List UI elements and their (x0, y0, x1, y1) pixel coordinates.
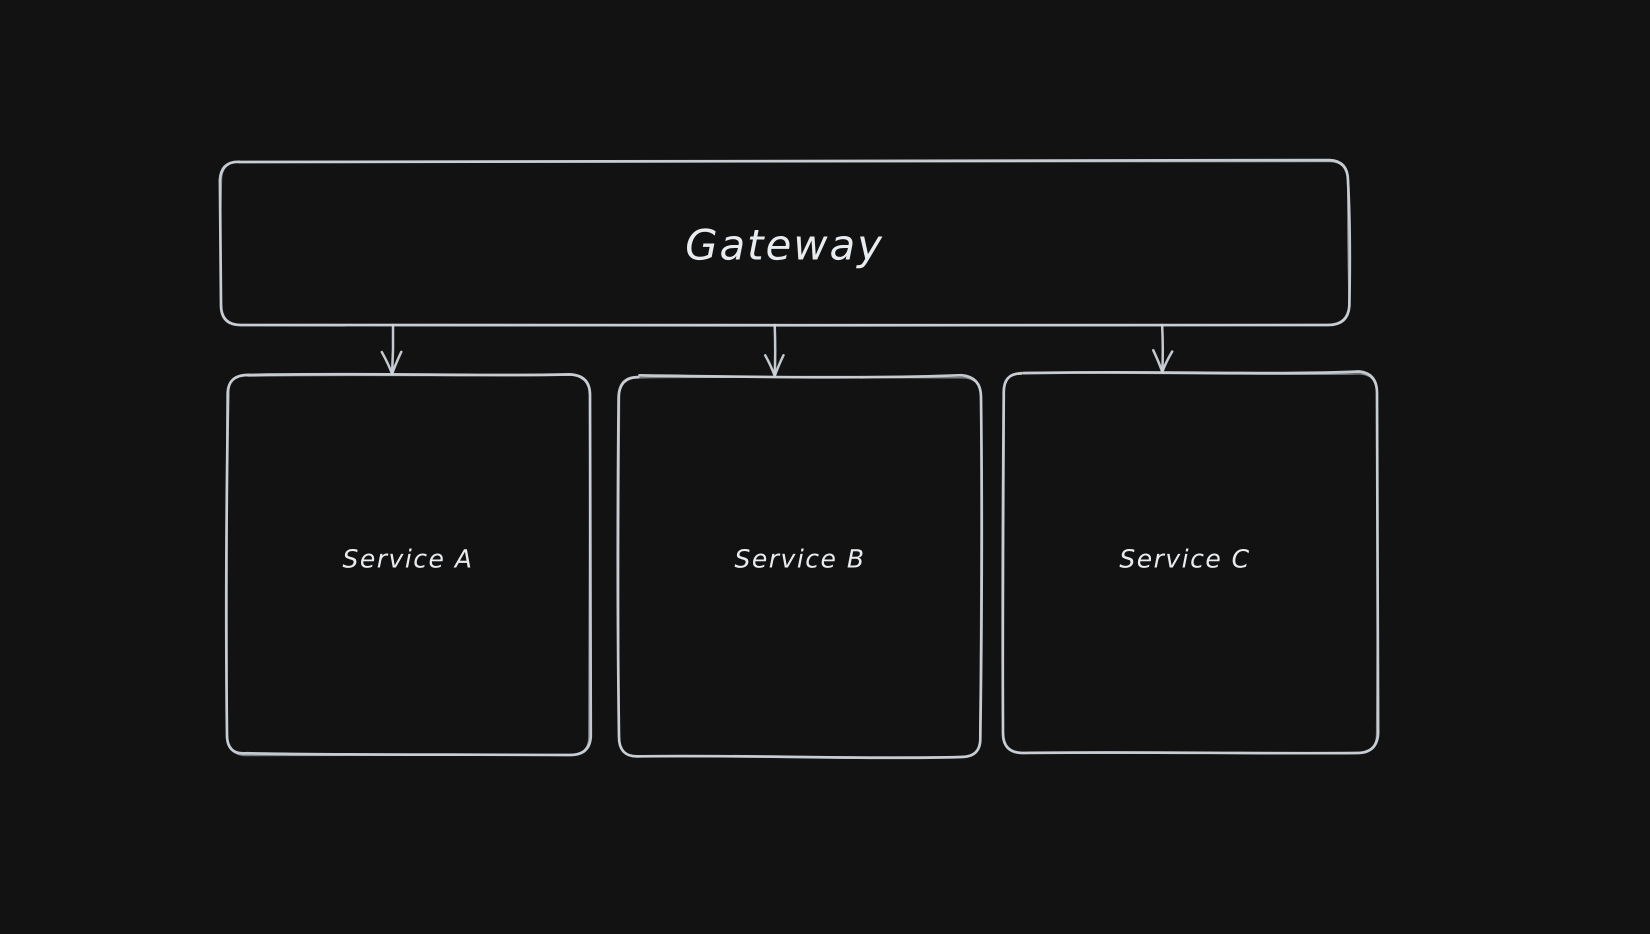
edge-gateway-service-a-head (380, 350, 403, 376)
node-label-service-c: Service C (1119, 544, 1251, 574)
node-service-b[interactable] (619, 377, 981, 757)
node-label-service-b: Service B (734, 544, 866, 574)
node-service-c[interactable] (1003, 373, 1377, 753)
edge-gateway-service-b-head (763, 353, 785, 378)
node-gateway[interactable] (221, 161, 1348, 325)
edge-gateway-service-c-shaft (1160, 323, 1165, 374)
node-label-service-a: Service A (342, 544, 474, 574)
shape-service-a-stroke-2 (225, 374, 591, 757)
shape-gateway-stroke-2 (219, 159, 1351, 326)
shape-service-b-stroke-2 (617, 376, 982, 758)
edge-gateway-service-c-head (1152, 349, 1174, 374)
node-service-a[interactable] (227, 375, 590, 755)
edge-gateway-service-a-shaft (390, 323, 395, 376)
shape-service-c-stroke-2 (1002, 371, 1379, 755)
node-label-gateway: Gateway (685, 220, 884, 270)
